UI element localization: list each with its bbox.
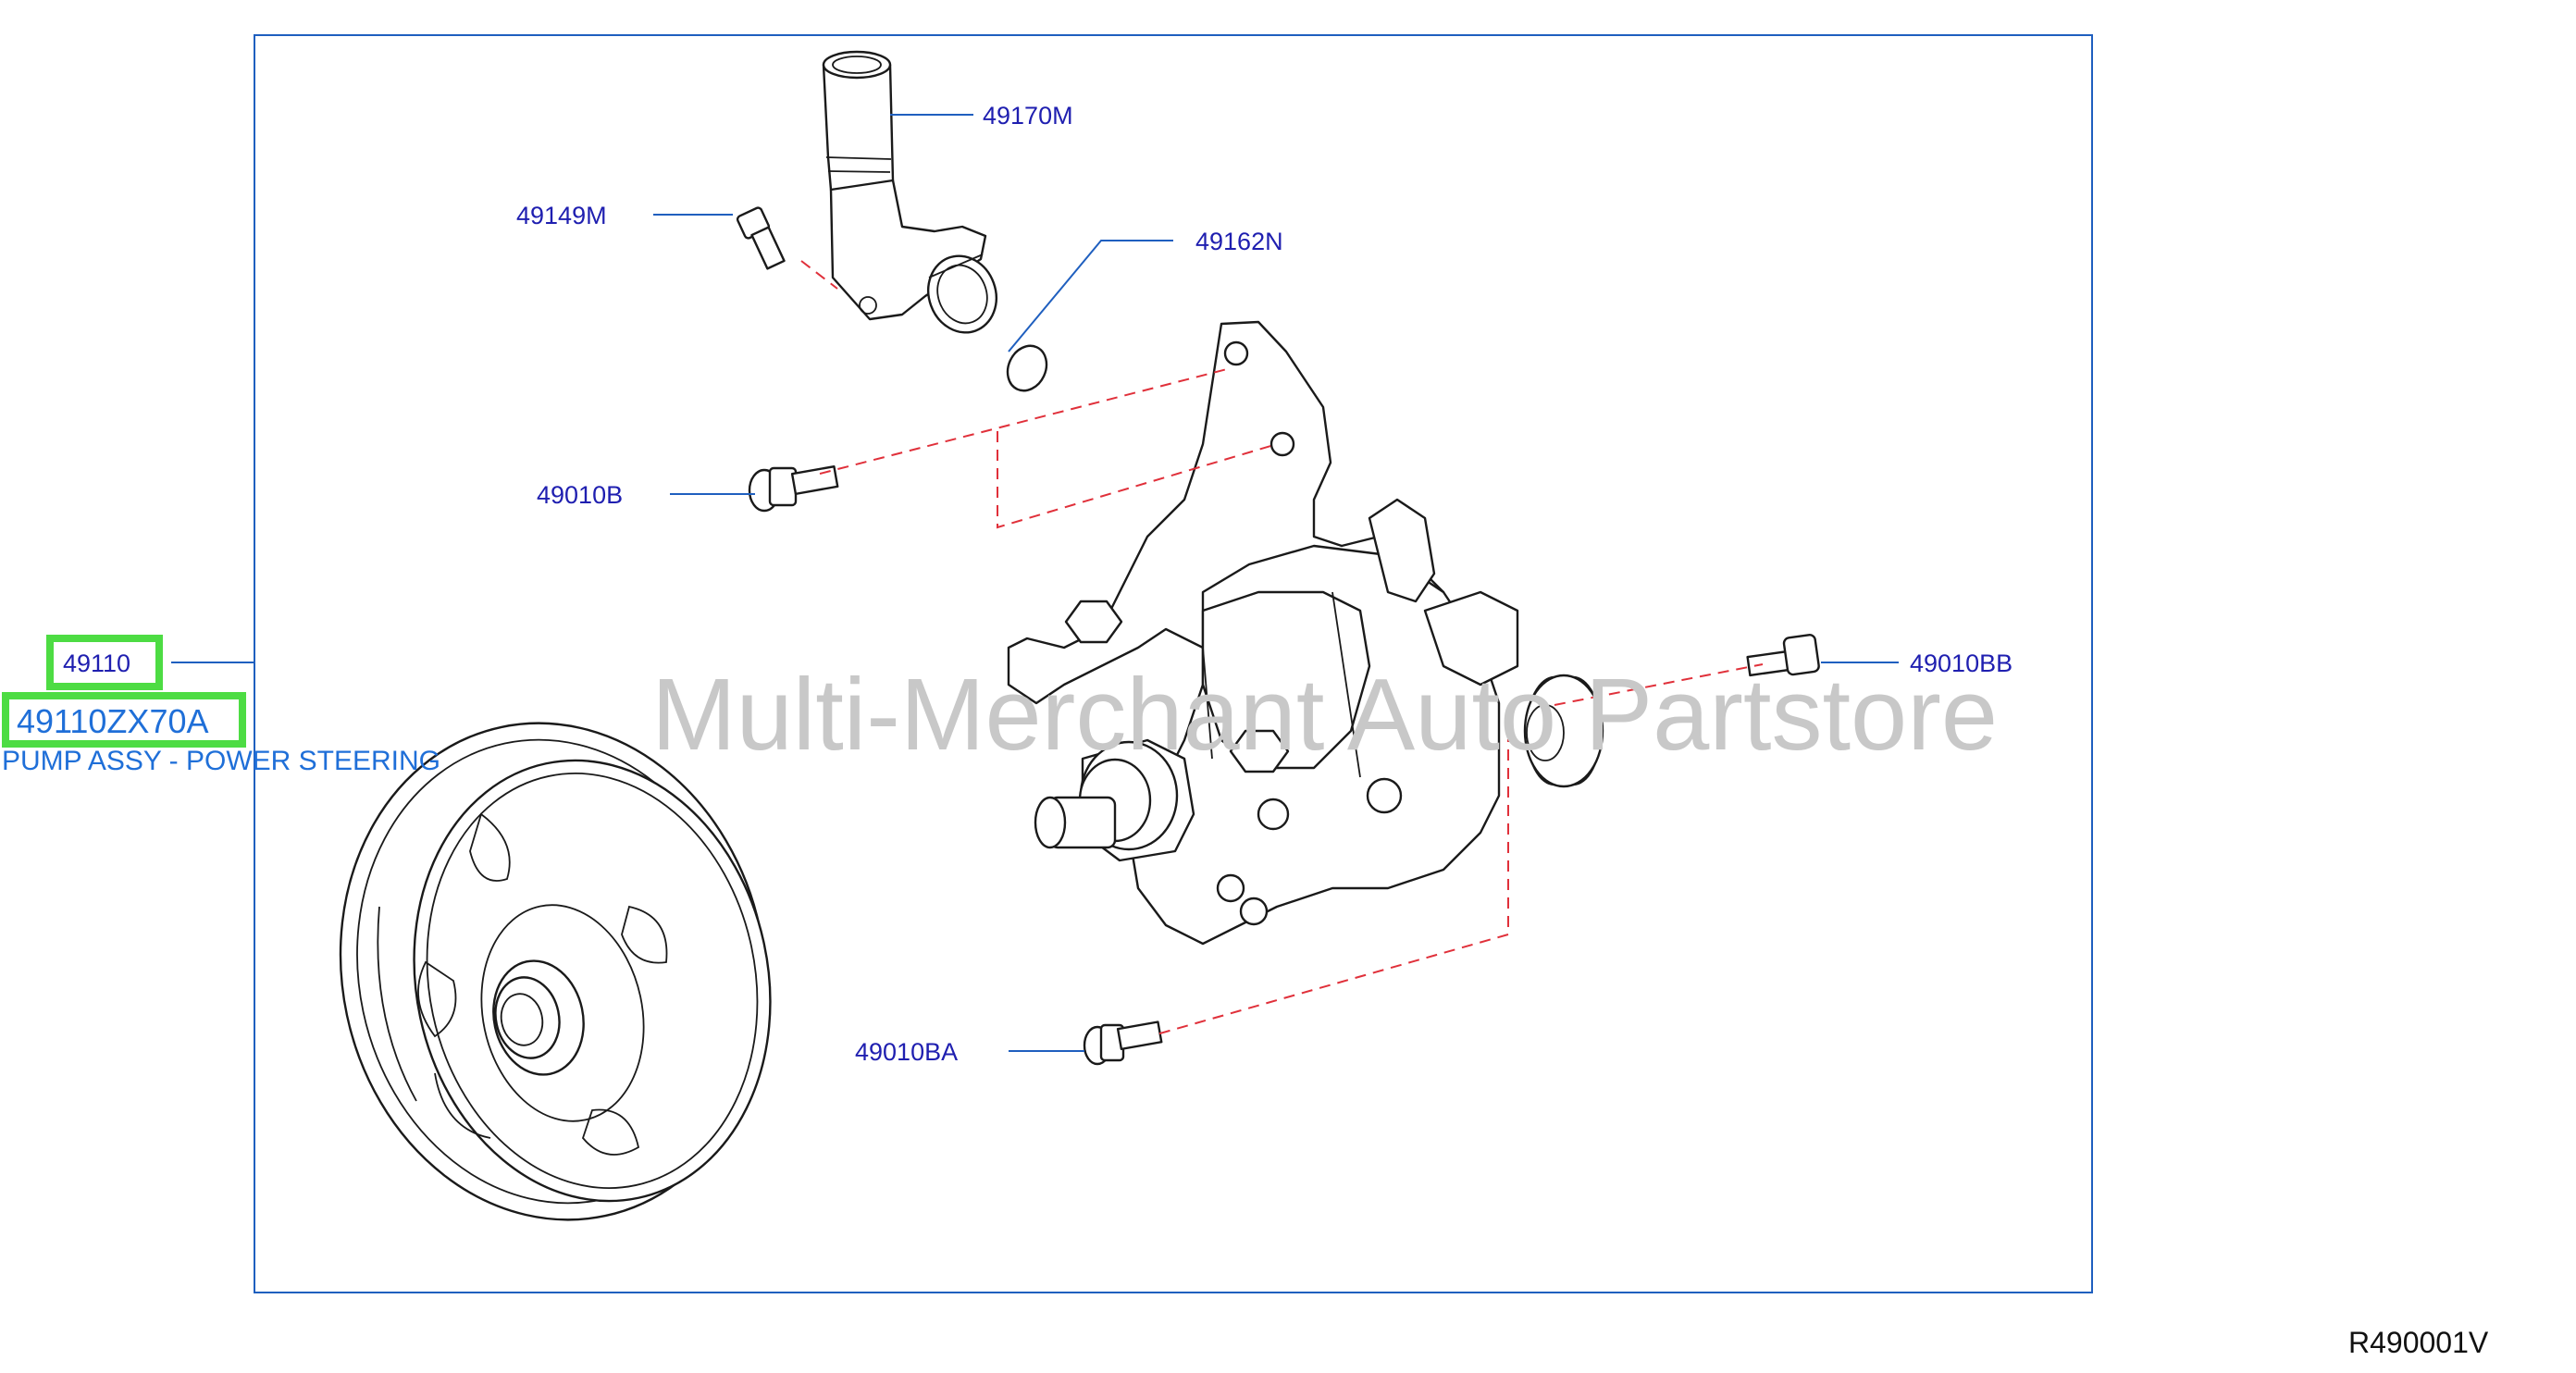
part-number[interactable]: 49110ZX70A	[17, 702, 209, 740]
diagram-reference-code: R490001V	[2348, 1326, 2489, 1359]
bolt-49010BB-drawing	[1746, 634, 1820, 677]
dashed-guides	[800, 260, 1764, 1035]
part-number-highlight	[2, 692, 246, 748]
bolt-49010B-drawing	[748, 464, 839, 513]
diagram-frame	[254, 34, 2093, 1293]
callout-49170M[interactable]: 49170M	[983, 102, 1073, 130]
bolt-49149M-drawing	[736, 206, 786, 270]
callout-49149M[interactable]: 49149M	[516, 202, 607, 229]
watermark: Multi-Merchant Auto Partstore	[651, 658, 1998, 772]
o-ring-drawing	[1006, 344, 1048, 392]
pulley-drawing	[339, 722, 772, 1221]
pipe-fitting-drawing	[822, 50, 997, 334]
group-code[interactable]: 49110	[63, 649, 130, 677]
group-code-highlight	[46, 635, 163, 690]
callout-49010BB[interactable]: 49010BB	[1910, 649, 2012, 677]
callout-49010BA[interactable]: 49010BA	[855, 1038, 958, 1066]
part-description: PUMP ASSY - POWER STEERING	[2, 746, 440, 776]
pump-body-drawing	[1007, 320, 1604, 946]
leader-lines	[171, 114, 1899, 1052]
callout-49162N[interactable]: 49162N	[1195, 228, 1283, 255]
bolt-49010BA-drawing	[1083, 1020, 1163, 1066]
callout-49010B[interactable]: 49010B	[537, 481, 623, 509]
